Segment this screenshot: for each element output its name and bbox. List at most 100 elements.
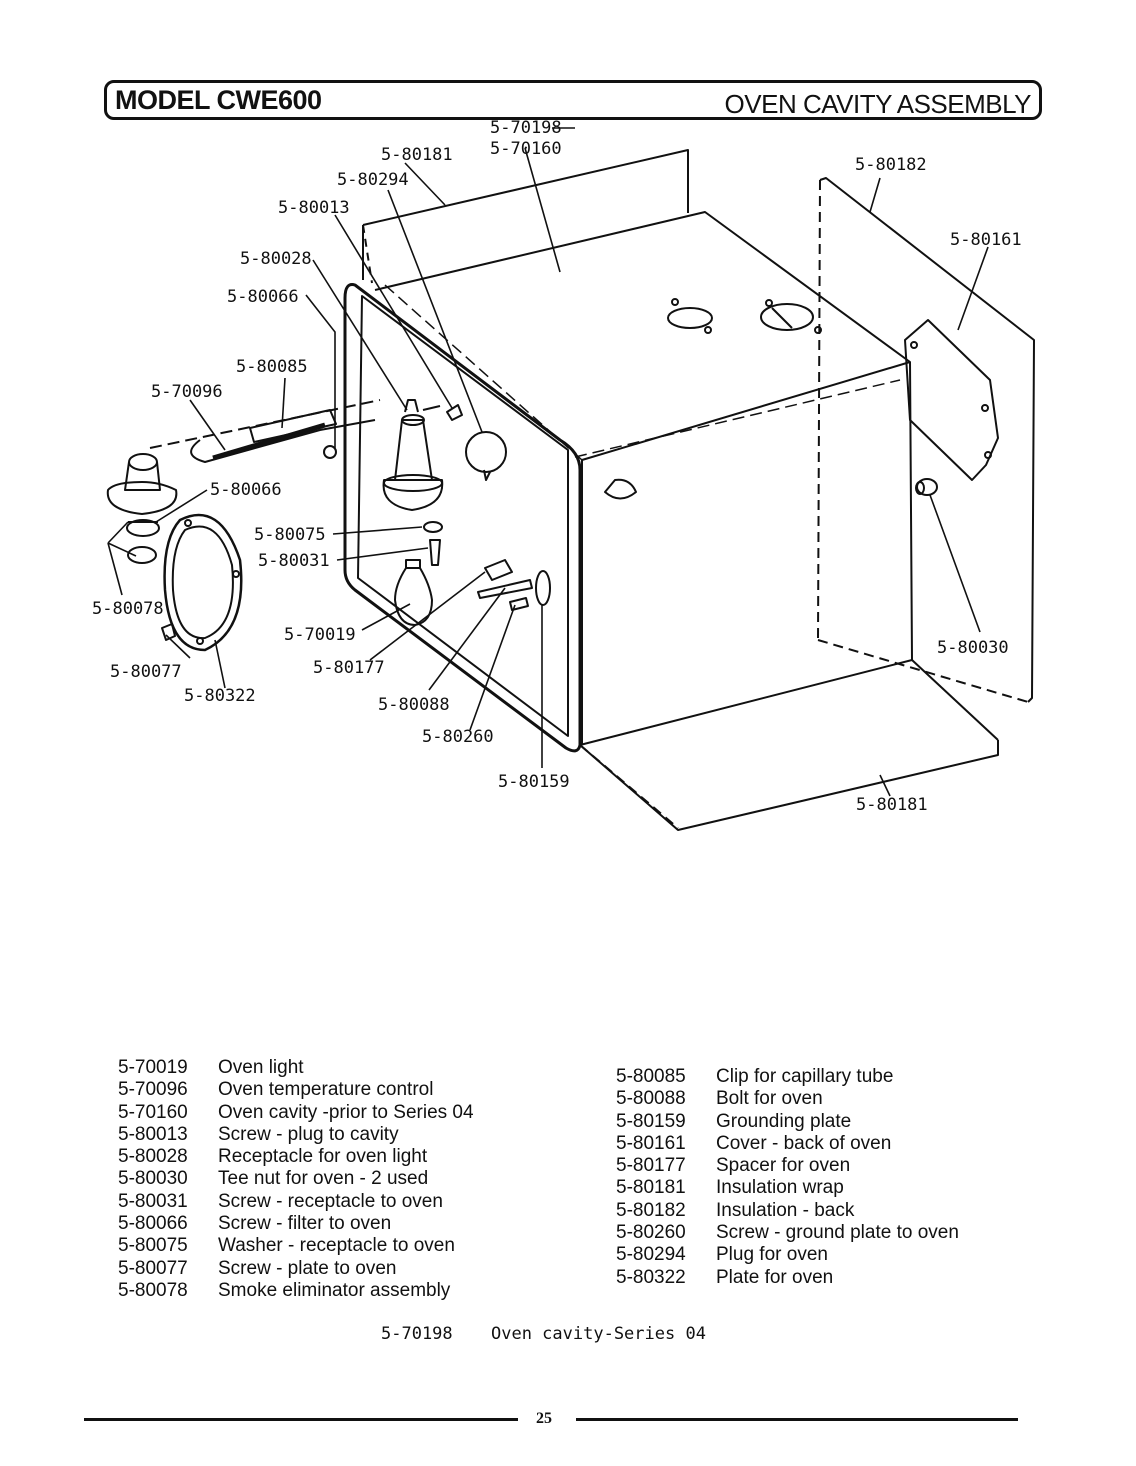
part-number: 5-80182 [616, 1199, 686, 1221]
part-description: Spacer for oven [716, 1155, 851, 1177]
callout-5-80075: 5-80075 [254, 525, 326, 545]
callout-5-70019: 5-70019 [284, 625, 356, 645]
part-description: Screw - plate to oven [218, 1257, 397, 1279]
part-description: Plug for oven [716, 1244, 828, 1266]
part-number: 5-80181 [616, 1177, 686, 1199]
part-description: Oven cavity -prior to Series 04 [218, 1101, 474, 1123]
header-frame: MODEL CWE600 OVEN CAVITY ASSEMBLY [104, 80, 1042, 120]
part-number: 5-80013 [118, 1123, 188, 1145]
part-number: 5-70019 [118, 1057, 188, 1078]
part-description: Smoke eliminator assembly [218, 1279, 451, 1301]
part-description: Cover - back of oven [716, 1132, 892, 1154]
callout-5-80088: 5-80088 [378, 695, 450, 715]
leader-lines [107, 127, 989, 797]
part-number: 5-80260 [616, 1222, 686, 1244]
part-number: 5-80322 [616, 1266, 686, 1288]
part-description: Insulation - back [716, 1199, 855, 1221]
part-description: Oven light [218, 1057, 304, 1078]
part-description: Receptacle for oven light [218, 1146, 428, 1168]
footer-rule-left [84, 1418, 518, 1421]
callout-5-80161: 5-80161 [950, 230, 1022, 250]
tee-nut [915, 478, 938, 496]
callout-5-80085: 5-80085 [236, 357, 308, 377]
part-number: 5-80161 [616, 1132, 686, 1154]
parts-row: 5-80066 Screw - filter to oven [118, 1213, 474, 1235]
part-description: Screw - filter to oven [218, 1213, 392, 1235]
callout-labels: 5-70198 5-70160 5-80181 5-80294 5-80013 … [92, 118, 1022, 815]
back-cover [904, 319, 999, 481]
parts-row: 5-80182 Insulation - back [616, 1200, 959, 1222]
part-description: Plate for oven [716, 1266, 834, 1288]
temperature-control [149, 399, 381, 463]
callout-5-80322: 5-80322 [184, 686, 256, 706]
exploded-diagram: 5-70198 5-70160 5-80181 5-80294 5-80013 … [92, 118, 1035, 831]
callout-5-80181-top: 5-80181 [381, 145, 453, 165]
callout-5-80260: 5-80260 [422, 727, 494, 747]
callout-5-80066-top: 5-80066 [227, 287, 299, 307]
part-number: 5-80294 [616, 1244, 686, 1266]
parts-row: 5-80013 Screw - plug to cavity [118, 1124, 474, 1146]
parts-row: 5-80159 Grounding plate [616, 1111, 959, 1133]
page-number: 25 [536, 1410, 552, 1427]
callout-5-80028: 5-80028 [240, 249, 312, 269]
diagram-artwork [106, 149, 1035, 831]
parts-row: 5-80322 Plate for oven [616, 1267, 959, 1289]
part-description: Bolt for oven [716, 1088, 823, 1110]
screw-plug [446, 404, 463, 421]
section-title: OVEN CAVITY ASSEMBLY [724, 89, 1032, 119]
part-description: Washer - receptacle to oven [218, 1235, 455, 1257]
callout-5-70096: 5-70096 [151, 382, 223, 402]
part-number: 5-70198 [381, 1324, 453, 1344]
parts-row: 5-80161 Cover - back of oven [616, 1133, 959, 1155]
footer-part-entry: 5-70198 Oven cavity-Series 04 [381, 1324, 706, 1344]
callout-5-80031: 5-80031 [258, 551, 330, 571]
part-number: 5-80028 [118, 1146, 188, 1168]
model-title: MODEL CWE600 [115, 85, 322, 115]
oven-cavity-box [374, 211, 913, 746]
receptacle [382, 399, 444, 511]
part-description: Oven temperature control [218, 1079, 434, 1101]
part-description: Insulation wrap [716, 1177, 844, 1199]
part-description: Oven cavity-Series 04 [491, 1324, 706, 1344]
part-number: 5-80159 [616, 1110, 686, 1132]
front-frame [343, 283, 582, 753]
part-number: 5-80078 [118, 1279, 188, 1301]
callout-5-80066-left: 5-80066 [210, 480, 282, 500]
part-description: Clip for capillary tube [716, 1066, 894, 1087]
callout-5-80159: 5-80159 [498, 772, 570, 792]
washer-screw [423, 521, 443, 566]
part-number: 5-80066 [118, 1213, 188, 1235]
smoke-eliminator [106, 453, 178, 564]
callout-5-70198: 5-70198 [490, 118, 562, 138]
hardware-group [477, 559, 551, 611]
callout-5-80013: 5-80013 [278, 198, 350, 218]
plate-for-oven [161, 513, 243, 652]
footer-rule-right [576, 1418, 1018, 1421]
parts-row: 5-70019 Oven light [118, 1057, 474, 1079]
oven-light-bulb [394, 559, 433, 626]
part-number: 5-80075 [118, 1235, 188, 1257]
callout-5-80294: 5-80294 [337, 170, 409, 190]
callout-5-80181-bottom: 5-80181 [856, 795, 928, 815]
parts-row: 5-80294 Plug for oven [616, 1244, 959, 1266]
callout-5-80030: 5-80030 [937, 638, 1009, 658]
parts-row: 5-80181 Insulation wrap [616, 1177, 959, 1199]
parts-row: 5-80078 Smoke eliminator assembly [118, 1280, 474, 1302]
callout-5-80077: 5-80077 [110, 662, 182, 682]
part-description: Grounding plate [716, 1110, 852, 1132]
part-description: Screw - ground plate to oven [716, 1222, 959, 1244]
callout-5-70160: 5-70160 [490, 139, 562, 159]
parts-row: 5-80028 Receptacle for oven light [118, 1146, 474, 1168]
callout-5-80182: 5-80182 [855, 155, 927, 175]
insulation-back [817, 177, 1035, 703]
insulation-wrap-bottom [579, 659, 999, 831]
part-description: Screw - plug to cavity [218, 1123, 399, 1145]
